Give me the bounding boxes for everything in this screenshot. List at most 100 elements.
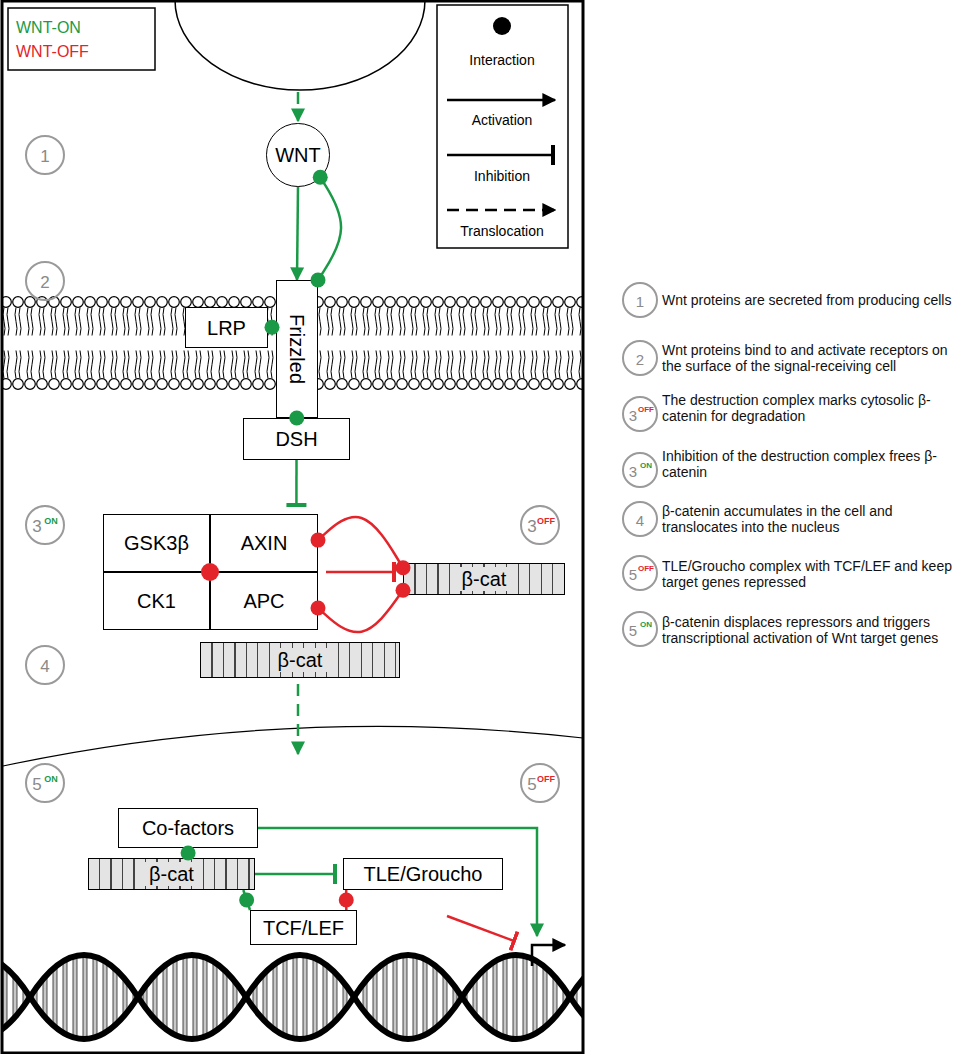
interaction-dot — [396, 583, 411, 598]
activation-arrow — [296, 187, 299, 280]
interaction-dot — [313, 170, 328, 185]
interaction-dot — [339, 893, 354, 908]
complex-box: GSK3β — [103, 514, 210, 572]
nuclear-membrane — [3, 726, 583, 766]
legend-entry: WNT-OFF — [16, 42, 89, 61]
interaction-link — [268, 326, 276, 329]
interaction-dot — [396, 560, 411, 575]
protein-box: Co-factors — [118, 808, 258, 848]
step-description: Inhibition of the destruction complex fr… — [662, 448, 960, 480]
translocation-arrow — [297, 684, 300, 754]
complex-box: APC — [210, 572, 318, 630]
state-superscript: OFF — [638, 406, 654, 414]
callout-number: 5 — [629, 623, 637, 638]
activation-symbol — [447, 99, 555, 102]
legend-text: WNT-ON — [16, 19, 81, 36]
protein-box: DSH — [243, 418, 350, 460]
legend-box — [8, 8, 155, 70]
callout-number: 3 — [629, 408, 637, 423]
ligand-circle: WNT — [266, 123, 330, 187]
coreceptor-box: LRP — [185, 307, 268, 348]
legend-box — [437, 5, 568, 248]
complex-box: CK1 — [103, 572, 210, 630]
legend-text: Activation — [472, 112, 533, 128]
protein-box: β-cat — [403, 563, 565, 595]
state-superscript: OFF — [537, 775, 555, 784]
callout-number: 5 — [527, 776, 536, 793]
legend-entry: Interaction — [469, 52, 534, 69]
protein-box: β-cat — [88, 858, 255, 890]
node-label: β-cat — [272, 648, 329, 672]
callout-number: 5 — [32, 776, 41, 793]
legend-swatch: WNT-ON — [16, 19, 81, 36]
inhibition-line — [326, 571, 394, 574]
interaction-dot — [311, 273, 326, 288]
state-superscript: ON — [44, 517, 58, 526]
protein-box: TLE/Groucho — [343, 858, 503, 890]
interaction-link — [318, 590, 403, 632]
legend-entry: Activation — [472, 112, 533, 129]
secretion-arrow — [297, 92, 300, 121]
step-description: Wnt proteins bind to and activate recept… — [662, 342, 960, 374]
interaction-dot — [265, 320, 280, 335]
legend-text: Translocation — [460, 223, 544, 239]
node-label: AXIN — [241, 531, 288, 555]
inhibition-line — [255, 873, 335, 876]
callout-number: 4 — [636, 513, 644, 528]
dna-helix — [3, 940, 582, 1052]
node-label: β-cat — [143, 862, 200, 886]
node-label: CK1 — [137, 589, 176, 613]
node-label: WNT — [275, 143, 321, 167]
state-superscript: OFF — [537, 517, 555, 526]
state-superscript: OFF — [638, 565, 654, 573]
repression-line — [447, 916, 514, 941]
step-description: The destruction complex marks cytosolic … — [662, 392, 960, 424]
legend-text: Interaction — [469, 52, 534, 68]
state-superscript: ON — [640, 621, 652, 629]
complex-box: AXIN — [210, 514, 318, 572]
node-label: TLE/Groucho — [364, 862, 483, 886]
node-label: Frizzled — [285, 314, 309, 384]
interaction-symbol — [493, 17, 511, 35]
step-description: Wnt proteins are secreted from producing… — [662, 292, 960, 308]
node-label: Co-factors — [142, 816, 234, 840]
translocation-symbol — [447, 209, 555, 212]
legend-entry: Inhibition — [474, 168, 530, 185]
step-description: β-catenin accumulates in the cell and tr… — [662, 503, 960, 535]
interaction-dot — [201, 563, 219, 581]
receptor-box: Frizzled — [276, 280, 318, 418]
callout-number: 3 — [527, 518, 536, 535]
inhibition-line — [295, 460, 298, 505]
inhibition-symbol — [447, 154, 553, 157]
callout-number: 2 — [636, 352, 644, 367]
interaction-link — [318, 517, 403, 568]
state-superscript: ON — [44, 775, 58, 784]
callout-number: 5 — [629, 567, 637, 582]
callout-number: 3 — [629, 464, 637, 479]
protein-box: β-cat — [200, 642, 400, 678]
callout-number: 3 — [32, 518, 41, 535]
step-description: β-catenin displaces repressors and trigg… — [662, 614, 960, 646]
transcription-factor-box: TCF/LEF — [250, 910, 357, 945]
callout-number: 1 — [40, 148, 49, 165]
interaction-dot — [181, 846, 196, 861]
transcription-start — [532, 945, 565, 966]
interaction-dot — [239, 893, 254, 908]
callout-number: 1 — [636, 294, 644, 309]
cell-panel — [2, 1, 583, 1053]
legend-text: WNT-OFF — [16, 43, 89, 60]
interaction-link — [345, 890, 348, 910]
state-superscript: ON — [640, 462, 652, 470]
node-label: β-cat — [456, 567, 513, 591]
node-label: DSH — [275, 427, 317, 451]
interaction-dot — [289, 411, 304, 426]
node-label: APC — [243, 589, 284, 613]
node-label: TCF/LEF — [263, 916, 344, 940]
interaction-link — [187, 848, 190, 858]
node-label: GSK3β — [124, 531, 189, 555]
legend-entry: WNT-ON — [16, 18, 81, 37]
legend-text: Inhibition — [474, 168, 530, 184]
callout-number: 2 — [40, 274, 49, 291]
callout-number: 4 — [40, 658, 49, 675]
